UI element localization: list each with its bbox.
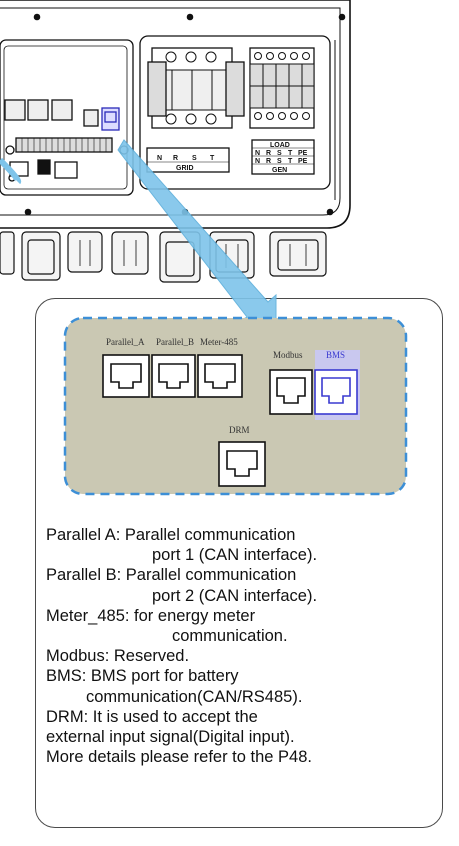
grid-terminal-label: N (157, 155, 162, 162)
cable-glands (0, 231, 327, 283)
desc-line: communication(CAN/RS485). (86, 687, 303, 706)
pointer-arrow (0, 139, 277, 336)
load-terminal-label: R (266, 150, 271, 157)
rj45-port-icon (197, 354, 243, 398)
port-description: Parallel A: Parallel communication port … (46, 525, 446, 767)
bms-port-icon (314, 369, 358, 415)
load-terminal-label: PE (298, 150, 308, 157)
desc-line: Meter_485: for energy meter (46, 606, 256, 625)
grid-label: GRID (176, 165, 194, 172)
port-label-drm: DRM (229, 425, 250, 435)
grid-terminal-label: R (173, 155, 178, 162)
gen-terminal-label: R (266, 158, 271, 165)
grid-terminal-label: T (210, 155, 215, 162)
desc-line: Parallel A: Parallel communication (46, 526, 296, 544)
port-label-parallel-a: Parallel_A (106, 337, 145, 347)
gen-terminal-label: PE (298, 158, 308, 165)
load-label: LOAD (270, 142, 290, 149)
gen-label: GEN (272, 167, 287, 174)
desc-line: port 1 (CAN interface). (152, 546, 318, 565)
inverter-body (0, 0, 351, 229)
desc-line: More details please refer to the P48. (46, 748, 312, 767)
desc-line: DRM: It is used to accept the (46, 707, 258, 726)
terminal-panel (139, 35, 331, 190)
port-label-meter-485: Meter-485 (200, 337, 238, 347)
terminal-labels: N R S T GRID LOAD N R S T PE N R S T PE … (157, 142, 308, 174)
gen-terminal-label: N (255, 158, 260, 165)
rj45-port-icon (269, 369, 313, 415)
gen-terminal-label: S (277, 158, 282, 165)
rj45-port-icon (218, 441, 266, 487)
desc-line: port 2 (CAN interface). (152, 586, 318, 605)
load-terminal-label: N (255, 150, 260, 157)
desc-line: Modbus: Reserved. (46, 647, 190, 666)
port-label-modbus: Modbus (273, 350, 303, 360)
load-terminal-label: S (277, 150, 282, 157)
desc-line: external input signal(Digital input). (46, 728, 295, 747)
load-terminal-label: T (288, 150, 293, 157)
port-label-bms: BMS (326, 350, 345, 360)
port-label-parallel-b: Parallel_B (156, 337, 194, 347)
desc-line: BMS: BMS port for battery (46, 667, 239, 686)
rj45-port-icon (151, 354, 196, 398)
control-board (0, 39, 134, 196)
gen-terminal-label: T (288, 158, 293, 165)
desc-line: communication. (172, 627, 288, 646)
grid-terminal-label: S (192, 155, 197, 162)
desc-line: Parallel B: Parallel communication (46, 566, 297, 585)
rj45-port-icon (102, 354, 150, 398)
